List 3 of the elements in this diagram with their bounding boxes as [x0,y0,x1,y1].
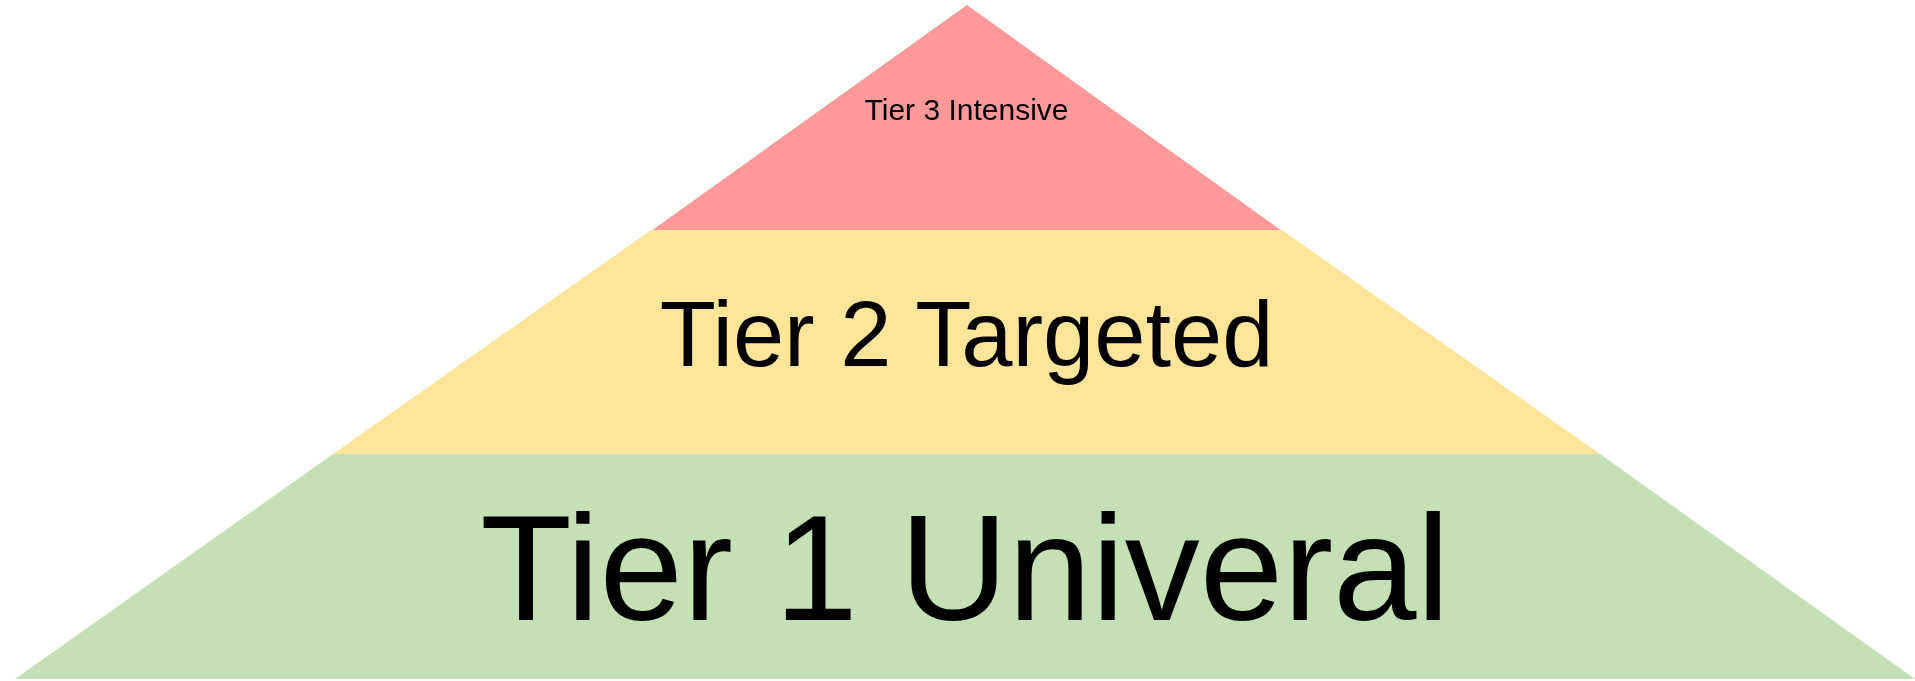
tier-label: Tier 3 Intensive [864,93,1069,127]
tier-label: Tier 2 Targeted [659,282,1274,387]
tier-label: Tier 1 Univeral [480,483,1450,654]
